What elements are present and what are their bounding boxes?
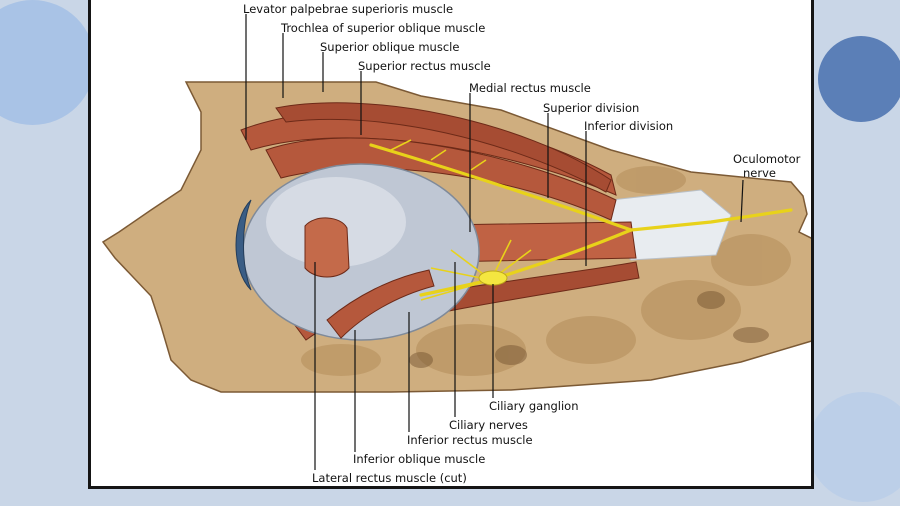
label-superior-division: Superior division [543,101,639,115]
label-inferior-oblique: Inferior oblique muscle [353,452,485,466]
slide-frame: Levator palpebrae superioris muscle Troc… [88,0,814,489]
bone-cavities [409,291,769,368]
label-ciliary-nerves: Ciliary nerves [449,418,528,432]
label-levator: Levator palpebrae superioris muscle [243,2,453,16]
decorative-circle-bottom-right [808,392,900,502]
cornea [235,199,252,291]
eye-muscle-illustration: Levator palpebrae superioris muscle Troc… [101,2,811,485]
inferior-oblique-front [326,269,435,339]
label-ciliary-ganglion: Ciliary ganglion [489,399,579,413]
label-superior-oblique: Superior oblique muscle [320,40,459,54]
leader-lines [245,14,744,470]
label-inferior-rectus: Inferior rectus muscle [407,433,533,447]
decorative-circle-top-left [0,0,95,125]
label-trochlea: Trochlea of superior oblique muscle [280,21,485,35]
label-lateral-rectus: Lateral rectus muscle (cut) [312,471,467,485]
label-oculomotor-nerve: nerve [743,166,776,180]
label-superior-rectus: Superior rectus muscle [358,59,491,73]
oculomotor-nerve [369,143,793,297]
superior-oblique-muscle [275,102,612,193]
labels: Levator palpebrae superioris muscle Troc… [243,2,801,485]
label-medial-rectus: Medial rectus muscle [469,81,591,95]
ciliary-ganglion [478,270,508,286]
decorative-circle-right [818,36,900,122]
label-inferior-division: Inferior division [584,119,673,133]
lateral-rectus-stump [304,217,350,278]
label-oculomotor: Oculomotor [733,152,801,166]
bone-texture [301,166,791,376]
